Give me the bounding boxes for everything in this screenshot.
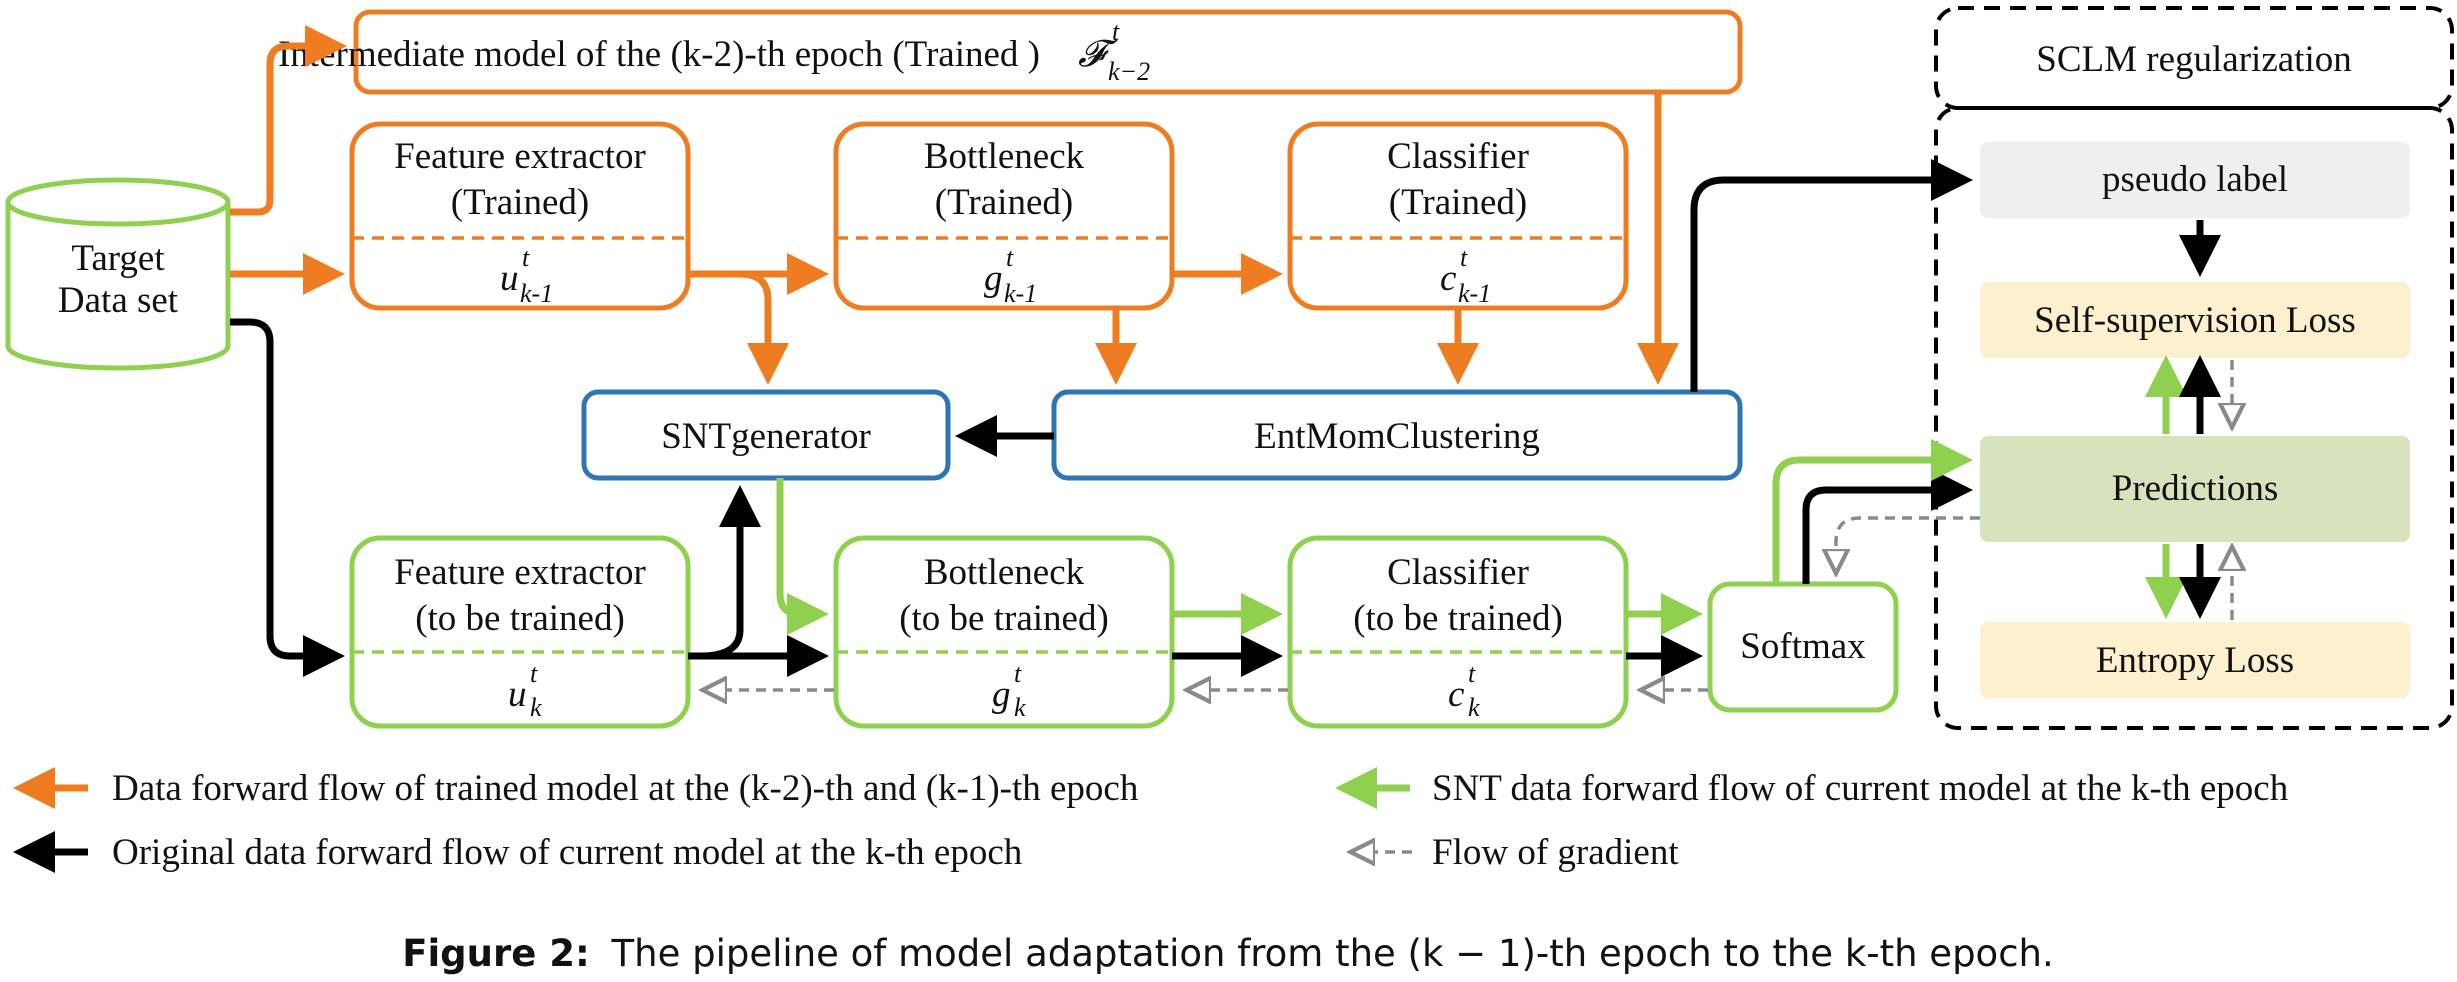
intermediate-model-box: Intermediate model of the (k-2)-th epoch… [278, 9, 1743, 95]
fe-trained-to-sntgen-arrow [739, 270, 789, 385]
bn-trained-sup: t [1006, 243, 1014, 272]
legend-original-text: Original data forward flow of current mo… [112, 832, 1023, 873]
cl-trained-line2: (Trained) [1389, 182, 1527, 223]
snt-flow-arrows [776, 439, 1973, 635]
fe-trained-sup: t [522, 243, 530, 272]
entropy-loss-text: Entropy Loss [2096, 640, 2294, 681]
target-to-intermediate-arrow [230, 25, 347, 216]
softmax-box: Softmax [1707, 581, 1899, 713]
bn-trained-line1: Bottleneck [924, 136, 1085, 177]
gradient-flow-arrows [706, 516, 1980, 690]
target-to-fe-current-arrow [230, 318, 345, 677]
classifier-current-box: Classifier (to be trained) c t k [1287, 535, 1629, 729]
feature-extractor-trained-box: Feature extractor (Trained) u t k-1 [349, 121, 691, 311]
cl-current-sup: t [1468, 659, 1476, 688]
predictions-box [1980, 436, 2410, 542]
bn-trained-sub: k-1 [1004, 279, 1037, 308]
fe-current-line2: (to be trained) [415, 598, 625, 639]
legend-gradient-text: Flow of gradient [1432, 832, 1679, 873]
fe-trained-sub: k-1 [520, 279, 553, 308]
fe-current-sub: k [530, 693, 542, 722]
bottleneck-trained-box: Bottleneck (Trained) g t k-1 [833, 121, 1175, 311]
predictions-text: Predictions [2112, 468, 2278, 509]
predictions-to-softmax-gradient [1836, 516, 1980, 570]
classifier-trained-box: Classifier (Trained) c t k-1 [1287, 121, 1629, 311]
svg-text:Figure 2: The pipeline o: Figure 2: The pipeline of model adaptati… [402, 932, 2054, 975]
caption-text: The pipeline of model adaptation from th… [611, 932, 2054, 975]
bn-current-sub: k [1014, 693, 1026, 722]
cl-trained-line1: Classifier [1387, 136, 1529, 177]
target-line1: Target [71, 238, 165, 279]
cl-current-sub: k [1468, 693, 1480, 722]
legend-trained-text: Data forward flow of trained model at th… [112, 768, 1139, 809]
entmom-clustering-box: EntMomClustering [1051, 389, 1743, 481]
sntgen-to-bn-current-arrow [776, 478, 829, 635]
fe-current-sup: t [530, 659, 538, 688]
entropy-loss-box [1980, 622, 2410, 698]
entmom-clustering-text: EntMomClustering [1254, 416, 1540, 457]
intermediate-model-sub: k−2 [1108, 57, 1150, 86]
legend-snt-text: SNT data forward flow of current model a… [1432, 768, 2289, 809]
bn-trained-line2: (Trained) [935, 182, 1073, 223]
softmax-text: Softmax [1740, 626, 1866, 667]
self-supervision-box [1980, 282, 2410, 358]
fe-trained-line2: (Trained) [451, 182, 589, 223]
caption-prefix: Figure 2: [402, 932, 590, 975]
bn-trained-var: g [984, 258, 1003, 299]
sclm-region: SCLM regularization pseudo label Self-su… [1934, 6, 2454, 730]
sclm-body-box [1934, 106, 2454, 730]
legend: Data forward flow of trained model at th… [13, 767, 2289, 873]
sclm-title: SCLM regularization [2036, 39, 2351, 80]
fe-trained-var: u [500, 258, 519, 299]
fe-trained-line1: Feature extractor [394, 136, 646, 177]
bn-current-sup: t [1014, 659, 1022, 688]
entmom-to-pseudo-label-arrow [1690, 159, 1973, 392]
bn-current-line1: Bottleneck [924, 552, 1085, 593]
self-supervision-text: Self-supervision Loss [2034, 300, 2356, 341]
fe-current-line1: Feature extractor [394, 552, 646, 593]
cl-current-line2: (to be trained) [1353, 598, 1563, 639]
intermediate-model-label: Intermediate model of the (k-2)-th epoch… [278, 34, 1040, 75]
pseudo-label-box [1980, 142, 2410, 218]
target-line2: Data set [58, 280, 179, 321]
softmax-to-predictions-green-arrow [1772, 439, 1973, 584]
snt-generator-text: SNTgenerator [661, 416, 871, 457]
softmax-to-predictions-black-arrow [1802, 469, 1973, 584]
bn-current-var: g [992, 674, 1011, 715]
bottleneck-current-box: Bottleneck (to be trained) g t k [833, 535, 1175, 729]
target-dataset-cylinder: Target Data set [5, 177, 231, 371]
cl-trained-sub: k-1 [1458, 279, 1491, 308]
feature-extractor-current-box: Feature extractor (to be trained) u t k [349, 535, 691, 729]
bn-current-line2: (to be trained) [899, 598, 1109, 639]
fe-current-to-sntgen-arrow [699, 485, 761, 660]
cl-trained-var: c [1440, 258, 1457, 299]
cl-current-line1: Classifier [1387, 552, 1529, 593]
trained-flow-arrows [230, 25, 1679, 385]
fe-current-var: u [508, 674, 527, 715]
cl-trained-sup: t [1460, 243, 1468, 272]
figure-caption: Figure 2: The pipeline of model adaptati… [402, 932, 2054, 975]
intermediate-model-sup: t [1112, 17, 1120, 46]
cl-current-var: c [1448, 674, 1465, 715]
snt-generator-box: SNTgenerator [581, 389, 951, 481]
original-flow-arrows [230, 159, 1973, 677]
pseudo-label-text: pseudo label [2102, 159, 2288, 200]
